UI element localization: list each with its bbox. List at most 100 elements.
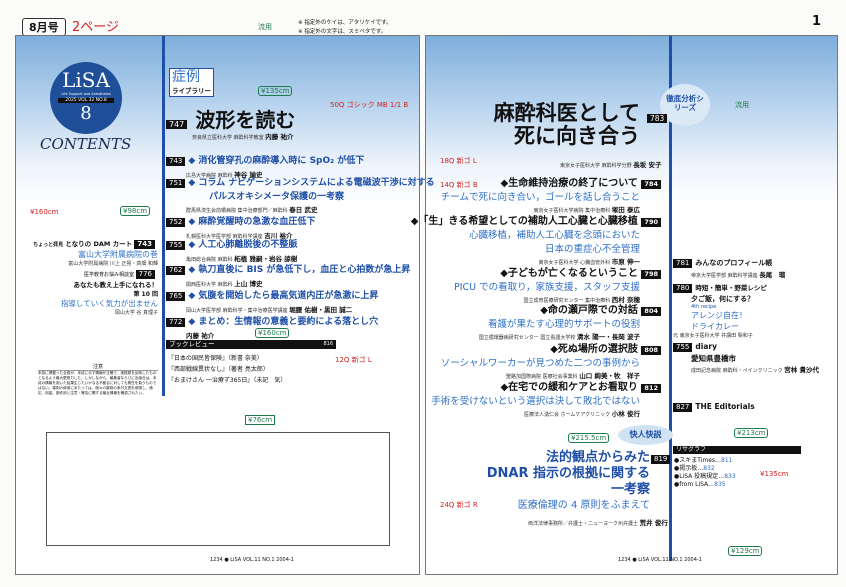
article-item[interactable]: 752◆ 麻酔覚醒時の急激な血圧低下札幌医科大学医学部 麻酔科学講座 吉川 裕介 (166, 209, 315, 240)
feature-author: 奈良県立医科大学 麻酔科学教室 内藤 祐介 (192, 131, 293, 141)
article-title-line2: パルスオキシメータ保護の一考察 (209, 192, 345, 202)
author-affiliation: 成田記念病院 麻酔科・ペインクリニック (691, 368, 783, 374)
column-sub: ドライカレー (691, 322, 739, 331)
kaijin-title-line: DNAR 指示の根拠に関する (486, 466, 650, 481)
page-note: 2ページ (72, 20, 120, 35)
markup-annotation: ¥215.5cm (568, 433, 610, 443)
item-label: ●from LiSA… (674, 481, 715, 488)
side-kicker: 医学教育お悩み相談室 (84, 272, 135, 278)
notice-body: 本誌に掲載った全員が、本誌に示す情報が正確で、実践原を反映したものとなるよう最大… (38, 371, 157, 395)
author-name: 元 東京女子医科大学 井講田 梨和子 (673, 333, 753, 339)
notice-title: 注意 (38, 363, 158, 371)
author-affiliation: 広島大学病院 麻酔科 (186, 173, 233, 179)
article-item[interactable]: 762◆ 執刀直後に BIS が急低下し，血圧と心拍数が急上昇関西医科大学 麻酔… (166, 257, 410, 288)
feature-title: 波形を読む (195, 108, 296, 132)
author-affiliation: 東京女子医科大学 心臓血管外科 (538, 260, 611, 266)
left-footer: 1234 ● LiSA VOL.11 NO.1 2004-1 (210, 557, 294, 563)
logo-number: 8 (80, 103, 92, 124)
author-affiliation: 東京女子医科大学病院 集中治療科 (533, 208, 611, 214)
side-title: あなたも教え上手になれる！ (73, 281, 159, 289)
right-page (425, 35, 838, 575)
section-label-sub: ライブラリー (172, 87, 211, 95)
item-label: ●掲示板… (674, 465, 704, 472)
item-page: 835 (714, 481, 726, 488)
feature-title-line: 死に向き合う (514, 124, 640, 148)
feature-right-title[interactable]: 麻酔科医として 死に向き合う (440, 102, 640, 148)
article-title: ◆ まとめ：生情報の意義と要約による落とし穴 (188, 317, 379, 327)
markup-annotation: ¥160cm (255, 328, 290, 338)
issue-label: 8月号 (22, 18, 66, 36)
author-affiliation: 群馬県済生会前橋病院 集中治療部門／麻酔科 (186, 208, 288, 214)
article-item[interactable]: 765◆ 気腹を開始したら最高気道内圧が急激に上昇岡山大学医学部 麻酔科学・集中… (166, 283, 378, 314)
ad-placeholder-box (46, 432, 390, 546)
author-name: 山口 絢美・牧 祥子 (579, 372, 640, 380)
side-author: 富山大学附属病院 川上 正晃・高畑 和輝 (68, 261, 158, 267)
side-sub: 第 10 回 (133, 291, 158, 298)
markup-annotation: 14Q 新ゴ B (440, 181, 478, 189)
risagraph-item[interactable]: ●掲示板…832 (674, 465, 736, 473)
author-name: 吉川 裕介 (264, 232, 293, 240)
article-item[interactable]: 755◆ 人工心肺離脱後の不整脈亀田総合病院 麻酔科 柘植 雅嗣・岩谷 諒樹 (166, 232, 297, 263)
markup-annotation: ¥135cm (258, 86, 293, 96)
page-badge: 751 (166, 179, 186, 188)
side-item-dam[interactable]: ちょっと拝見 となりの DAM カート 743 富山大学附属病院の巻 富山大学附… (33, 238, 158, 267)
item-label: ●スキまTimes… (674, 457, 722, 464)
item-page: 833 (724, 473, 736, 480)
book-review-item[interactable]: 『日本の国民皆保険』（新書 奈美） (168, 355, 263, 362)
note-2: ※ 指定外の文字は、スミベタです。 (298, 29, 387, 35)
page-badge: 743 (134, 240, 155, 249)
side-title: となりの DAM カート (65, 240, 133, 248)
side-sub2: 指導していく気力が出ません (60, 299, 158, 308)
article-title: ◆在宅での緩和ケアとお看取り (500, 382, 638, 393)
column-title: みんなのプロフィール帳 (695, 259, 773, 267)
right-rule (669, 36, 672, 561)
section-label-main: 症例 (172, 69, 200, 85)
article-item[interactable]: 751◆ コラム ナビゲーションシステムによる電磁波干渉に対するパルスオキシメー… (166, 170, 435, 214)
risagraph-item[interactable]: ●LiSA 投稿規定…833 (674, 473, 736, 481)
column-title: diary (695, 342, 717, 351)
article-title: ◆「生」きる希望としての補助人工心臓と心臓移植 (410, 216, 638, 227)
risagraph-item[interactable]: ●from LiSA…835 (674, 481, 736, 489)
author-affiliation: 帝京大学医学部 麻酔科学講座 (691, 273, 758, 279)
markup-annotation: 流用 (258, 23, 272, 31)
page-badge: 743 (166, 157, 186, 166)
author-name: 塚田 泰広 (611, 206, 640, 214)
article-item[interactable]: 743◆ 消化管穿孔の麻酔導入時に SpO₂ が低下広島大学病院 麻酔科 神谷 … (166, 148, 364, 179)
page-badge: 755 (673, 343, 693, 352)
page-badge: 781 (673, 259, 693, 268)
author-name: 上山 博史 (234, 280, 263, 288)
author-name: 堀腰 佑樹・黒田 誠二 (289, 306, 353, 314)
risagraph-item[interactable]: ●スキまTimes…811 (674, 457, 736, 465)
author-affiliation: 国立成育医療研究センター 集中治療科 (523, 298, 611, 304)
kaijin-title-line: 一考察 (610, 482, 650, 497)
feature-left[interactable]: 747 波形を読む (166, 104, 295, 133)
markup-annotation: ¥213cm (734, 428, 769, 438)
article-subtitle: 看護が果たす心理的サポートの役割 (487, 319, 640, 330)
book-review-item[interactable]: 『西部戦線異状なし』（著者 亮太郎） (168, 366, 269, 373)
side-sub: 富山大学附属病院の巻 (78, 250, 158, 259)
article-subtitle: 日本の重症心不全管理 (544, 244, 640, 255)
author-name: 柘植 雅嗣・岩谷 諒樹 (234, 255, 298, 263)
logo-subtitle: Life Support and Anesthesia (61, 92, 111, 96)
side-item-education[interactable]: 医学教育お悩み相談室 776 あなたも教え上手になれる！ 第 10 回 指導して… (61, 270, 158, 316)
book-review-item[interactable]: 『おまけさん 一治療ず365日』（未記 気） (168, 377, 287, 384)
page-number: 1 (812, 14, 822, 29)
article-item[interactable]: 772◆ まとめ：生情報の意義と要約による落とし穴 内藤 祐介 (166, 309, 378, 340)
kaijin-article[interactable]: 法的観点からみた DNAR 指示の根拠に関する 一考察 医療倫理の 4 原則をふ… (440, 450, 650, 514)
book-review-page: 816 (323, 341, 333, 347)
kaijin-author: 両洋法律事務所／弁護士・ニューヨーク州弁護士 荒井 俊行 (528, 517, 668, 527)
article-title: ◆ コラム ナビゲーションシステムによる電磁波干渉に対する (188, 178, 435, 188)
author-name: 内藤 祐介 (265, 133, 294, 141)
page-badge: 812 (641, 384, 661, 393)
article-title: ◆ 気腹を開始したら最高気道内圧が急激に上昇 (188, 291, 379, 301)
